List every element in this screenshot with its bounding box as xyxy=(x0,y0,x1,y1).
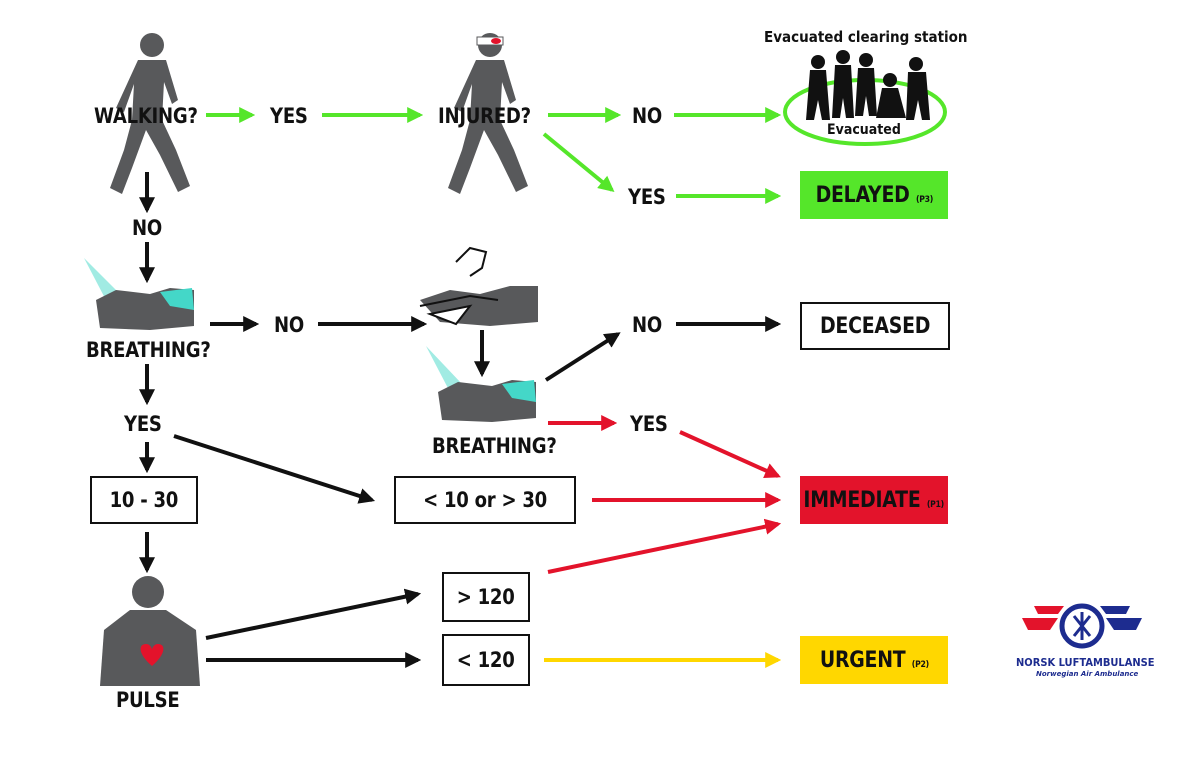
arrow-yes-immediate xyxy=(679,430,781,479)
airway-open-icon xyxy=(419,246,538,326)
arrows xyxy=(139,107,782,668)
norsk-luftambulanse-logo-icon xyxy=(1022,603,1142,649)
arrow-breathing2-no xyxy=(544,332,621,382)
breathing-check-icon-1 xyxy=(84,258,194,330)
injured-yes-label: YES xyxy=(628,185,666,209)
pulse-low-text: < 120 xyxy=(457,648,515,672)
breathing2-no-label: NO xyxy=(632,313,662,337)
urgent-code: (P2) xyxy=(911,659,929,670)
pulse-label: PULSE xyxy=(116,688,180,712)
station-title: Evacuated clearing station xyxy=(764,28,968,46)
breathing-yes-label: YES xyxy=(124,412,162,436)
breathing-question-2: BREATHING? xyxy=(432,434,557,458)
delayed-category: DELAYED (P3) xyxy=(800,171,948,219)
resp-abnormal-text: < 10 or > 30 xyxy=(423,488,547,512)
delayed-label: DELAYED xyxy=(815,182,910,208)
station-evacuated-label: Evacuated xyxy=(827,122,901,138)
evacuated-group-icon xyxy=(783,50,947,146)
breathing-no-label: NO xyxy=(274,313,304,337)
injured-question: INJURED? xyxy=(438,104,531,128)
urgent-category: URGENT (P2) xyxy=(800,636,948,684)
pulse-torso-icon xyxy=(100,576,200,686)
pulse-high-text: > 120 xyxy=(457,585,515,609)
logo-name: NORSK LUFTAMBULANSE xyxy=(1016,656,1155,669)
urgent-label: URGENT xyxy=(819,647,906,673)
pulse-high-box: > 120 xyxy=(442,572,530,622)
immediate-label: IMMEDIATE xyxy=(803,487,921,513)
immediate-category: IMMEDIATE (P1) xyxy=(800,476,948,524)
resp-normal-text: 10 - 30 xyxy=(109,488,179,512)
arrow-pulse-high xyxy=(205,588,422,640)
resp-abnormal-box: < 10 or > 30 xyxy=(394,476,576,524)
deceased-label: DECEASED xyxy=(819,313,931,339)
breathing2-yes-label: YES xyxy=(630,412,668,436)
arrow-high-immediate xyxy=(547,518,782,574)
walking-question: WALKING? xyxy=(94,104,198,128)
logo-subtitle: Norwegian Air Ambulance xyxy=(1036,670,1139,678)
walking-no-label: NO xyxy=(132,216,162,240)
arrow-yes-abnormal xyxy=(173,434,376,504)
injured-no-label: NO xyxy=(632,104,662,128)
arrow-injured-yes xyxy=(542,132,615,193)
resp-normal-box: 10 - 30 xyxy=(90,476,198,524)
injured-person-icon xyxy=(448,33,528,194)
deceased-category: DECEASED xyxy=(800,302,950,350)
breathing-check-icon-2 xyxy=(426,346,536,422)
immediate-code: (P1) xyxy=(927,499,945,510)
delayed-code: (P3) xyxy=(915,194,933,205)
pulse-low-box: < 120 xyxy=(442,634,530,686)
breathing-question-1: BREATHING? xyxy=(86,338,211,362)
walking-yes-label: YES xyxy=(270,104,308,128)
walking-person-icon xyxy=(110,33,190,194)
